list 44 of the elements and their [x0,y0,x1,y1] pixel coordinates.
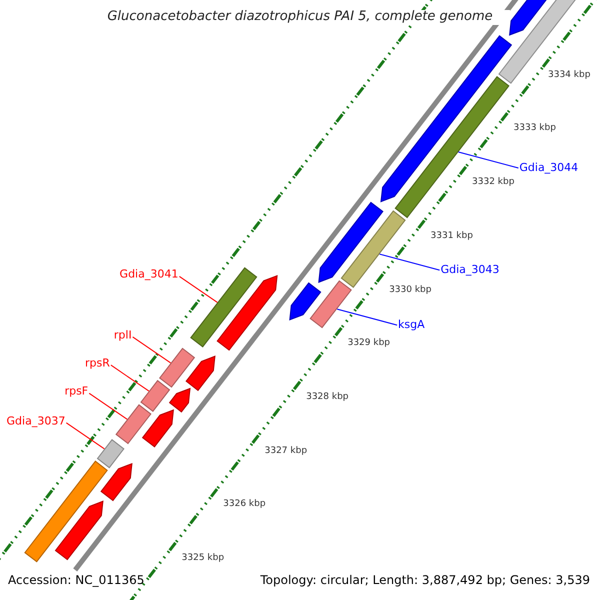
scale-label: 3332 kbp [472,177,514,188]
leader-line [336,308,398,326]
scale-label: 3329 kbp [348,338,390,349]
gene-feature [54,500,104,560]
leader-line [379,254,440,271]
gene-feature [216,274,278,351]
gene-feature [186,356,216,392]
scale-label: 3334 kbp [548,70,590,80]
gene-bar [310,280,352,328]
scale-label: 3327 kbp [264,446,308,456]
scale-label: 3331 kbp [430,230,473,242]
gene-feature [318,202,384,283]
scale-label: 3326 kbp [223,499,266,510]
scale-label: 3328 kbp [306,392,349,402]
leader-line [178,276,218,303]
gene-label: ksgA [398,319,425,332]
gene-feature [289,282,322,321]
gene-label: Gdia_3044 [519,162,578,175]
genome-summary: Topology: circular; Length: 3,887,492 bp; Genes: 3,539 [260,574,590,588]
gene-label: Gdia_3043 [440,264,500,277]
gene-bar [96,439,124,468]
scale-label: 3325 kbp [182,553,224,564]
accession-text: Accession: NC_011365 [8,574,144,588]
gene-feature [142,409,174,448]
gene-feature [100,462,132,502]
gene-bar [190,267,258,348]
gene-feature [380,35,512,202]
gene-bar [24,460,108,562]
gene-label: rplI [114,329,132,342]
leader-line [458,152,519,168]
gene-bar [140,380,170,412]
gene-label: Gdia_3041 [120,268,178,282]
leader-line [66,422,105,450]
gene-bar [115,404,152,444]
scale-label: 3333 kbp [514,123,556,134]
gene-feature [168,388,191,413]
gene-bar [159,348,196,388]
gene-label: rpsR [85,357,110,370]
gene-label: Gdia_3037 [6,415,66,428]
scale-label: 3330 kbp [389,284,432,295]
gene-label: rpsF [64,386,88,398]
leader-line [132,336,172,364]
leader-line [110,364,150,392]
leader-line [88,392,128,420]
